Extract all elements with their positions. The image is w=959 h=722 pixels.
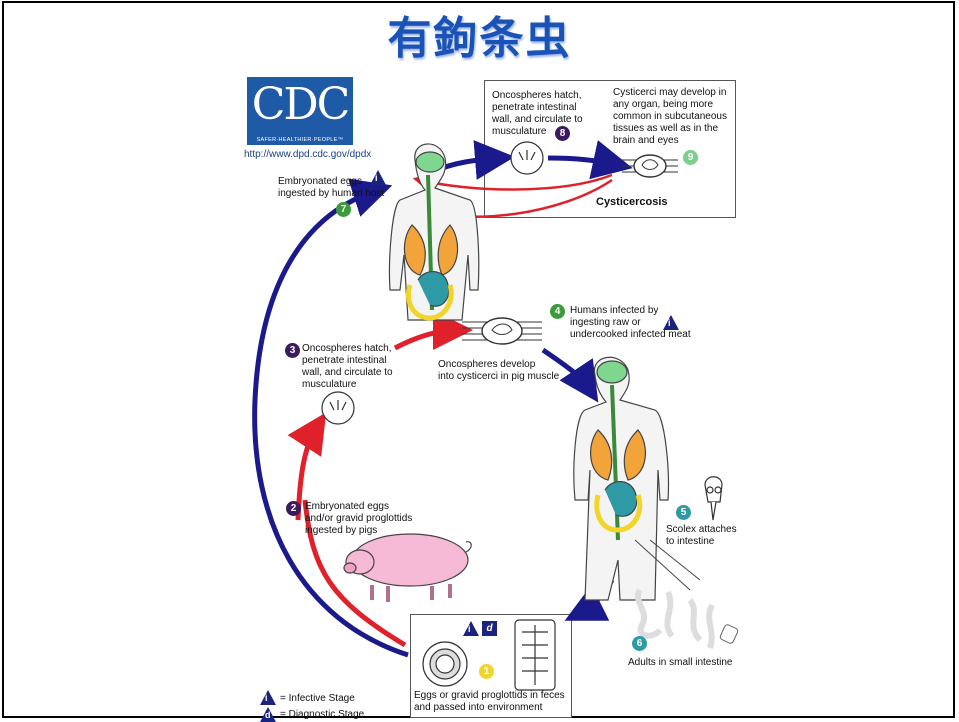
cdc-logo: CDC SAFER·HEALTHIER·PEOPLE™ <box>247 77 353 145</box>
step-4-badge: 4 <box>550 304 565 319</box>
step-4-label: Humans infected by ingesting raw or unde… <box>570 305 691 340</box>
legend-infective-label: = Infective Stage <box>280 693 355 704</box>
source-url: http://www.dpd.cdc.gov/dpdx <box>244 149 372 160</box>
arrow-oncosphere-to-pig-muscle <box>393 310 473 351</box>
scolex-illustration <box>704 476 723 521</box>
step-8-label: Oncospheres hatch, penetrate intestinal … <box>492 90 583 137</box>
cysticercus-pig-muscle-illustration <box>462 317 542 345</box>
step-2-label: Embryonated eggs and/or gravid proglotti… <box>305 501 413 536</box>
step-7-badge: 7 <box>336 202 351 217</box>
gravid-proglottid-illustration <box>514 619 556 691</box>
page-title: 有鉤条虫 <box>387 13 572 64</box>
arrow-eggs-to-pig <box>302 499 407 648</box>
step-5-label: Scolex attaches to intestine <box>666 524 737 547</box>
oncosphere-illustration-pig <box>321 391 355 425</box>
cysticercus-human-tissue-illustration <box>622 154 678 178</box>
egg-illustration <box>422 641 468 687</box>
step-7-infective-icon: i <box>370 170 386 185</box>
legend-diagnostic-symbol: d <box>265 710 271 720</box>
step-4-infective-icon: i <box>663 315 679 330</box>
adult-worms-illustration <box>634 539 739 649</box>
step-2-badge: 2 <box>286 501 301 516</box>
step-3-badge: 3 <box>285 343 300 358</box>
arrow-oncosphere-to-cysticerci <box>547 140 633 180</box>
cdc-logo-tagline: SAFER·HEALTHIER·PEOPLE™ <box>256 137 344 143</box>
oncosphere-illustration-human <box>510 141 544 175</box>
step-1-diagnostic-icon: d <box>482 621 497 636</box>
arrow-eggs-to-human <box>252 178 409 658</box>
step-1-infective-symbol: i <box>468 624 471 634</box>
pig-illustration <box>343 533 472 602</box>
human-host-top-illustration <box>388 143 480 321</box>
step-9-label: Cysticerci may develop in any organ, bei… <box>613 87 727 146</box>
step-4-infective-symbol: i <box>668 318 671 328</box>
legend-diagnostic-icon: d <box>260 707 276 722</box>
arrow-cysticerci-to-brain <box>412 173 613 193</box>
arrow-pig-muscle-to-human <box>541 347 599 403</box>
step-1-infective-icon: i <box>463 621 479 636</box>
pig-muscle-label: Oncospheres develop into cysticerci in p… <box>438 359 560 382</box>
step-5-badge: 5 <box>676 505 691 520</box>
step-1-badge: 1 <box>479 664 494 679</box>
step-7-label: Embryonated eggs ingested by human host <box>278 176 385 199</box>
legend-infective-icon: i <box>260 690 276 705</box>
step-1-label: Eggs or gravid proglottids in feces and … <box>414 690 565 713</box>
step-6-label: Adults in small intestine <box>628 657 733 668</box>
step-6-badge: 6 <box>632 636 647 651</box>
step-7-infective-symbol: i <box>375 173 378 183</box>
human-host-right-illustration <box>573 356 669 601</box>
step-9-badge: 9 <box>683 150 698 165</box>
step-8-badge: 8 <box>555 126 570 141</box>
step-3-label: Oncospheres hatch, penetrate intestinal … <box>302 343 393 390</box>
cdc-logo-letters: CDC <box>251 79 351 130</box>
legend-infective-symbol: i <box>265 693 268 703</box>
legend-diagnostic-label: = Diagnostic Stage <box>280 709 365 720</box>
cysticercosis-label: Cysticercosis <box>596 196 668 208</box>
